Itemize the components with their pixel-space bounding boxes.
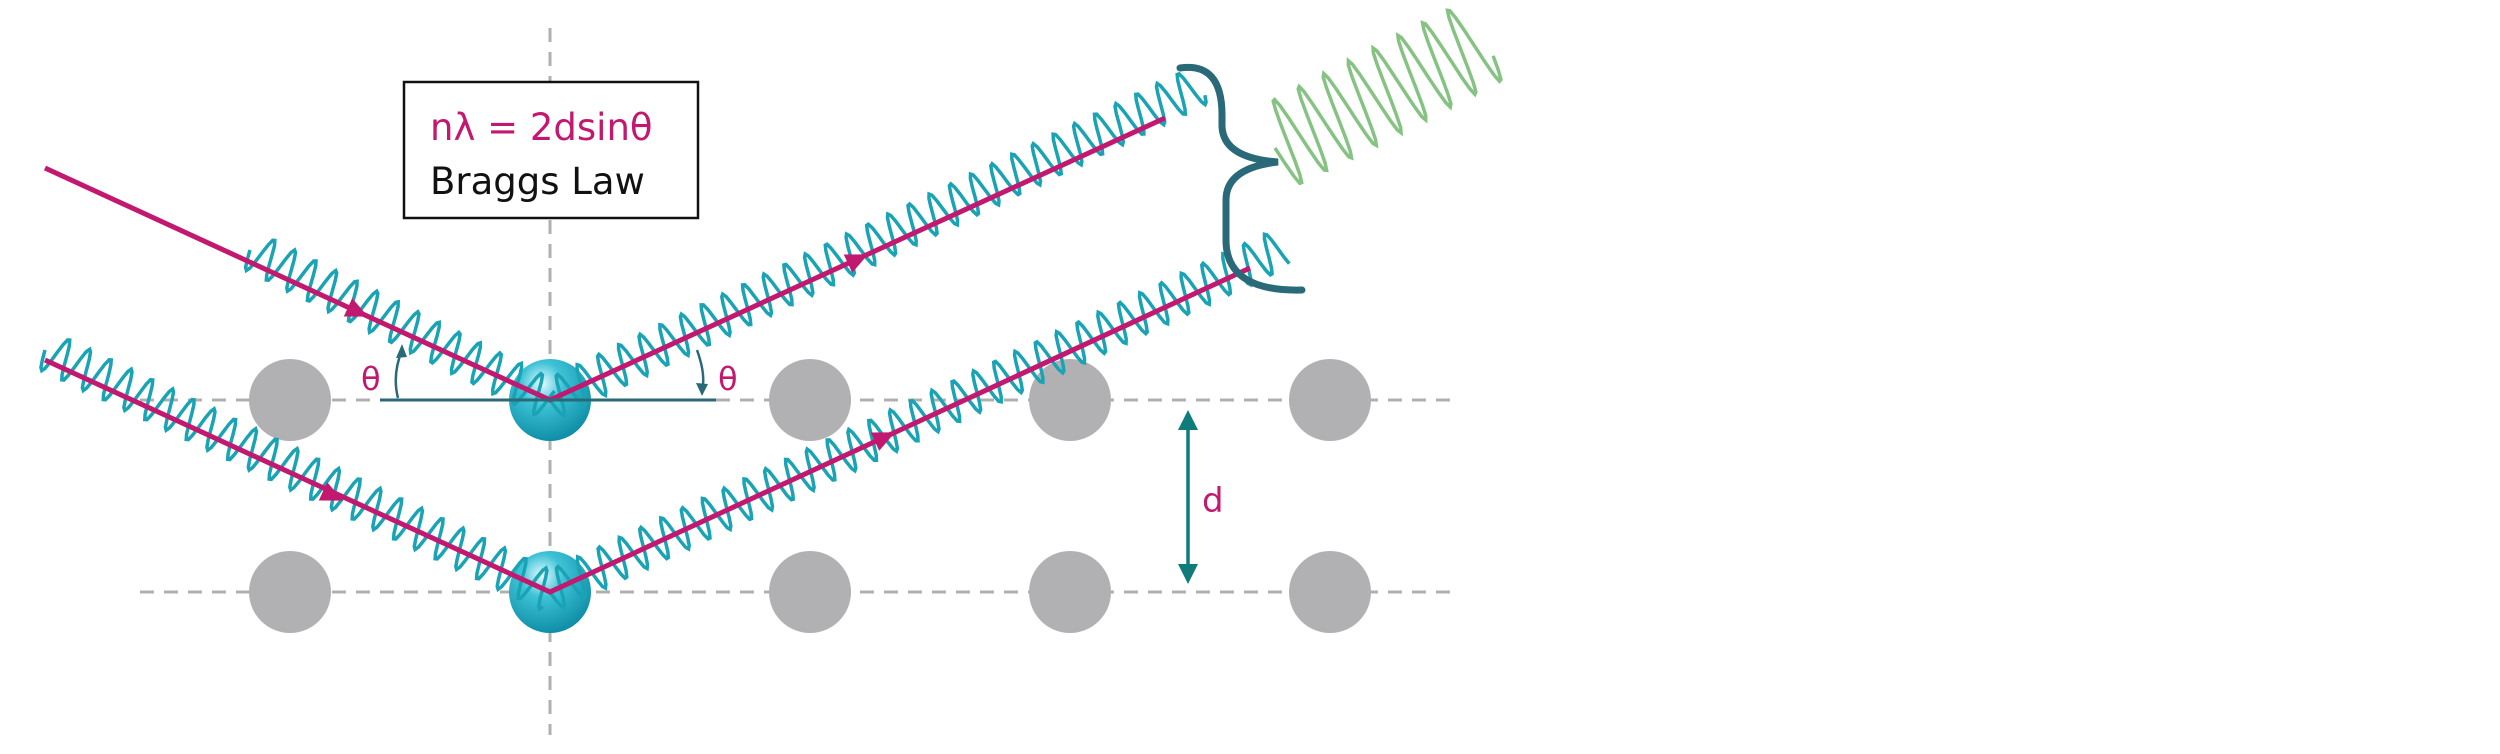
ray-arrow-reflected-bottom bbox=[870, 432, 895, 451]
ray-arrow-incident-top bbox=[343, 298, 368, 317]
atom bbox=[1029, 359, 1111, 441]
angle-label-incident: θ bbox=[361, 360, 381, 398]
atom bbox=[249, 359, 331, 441]
ray-arrow-incident-bottom bbox=[318, 482, 343, 501]
ray-direction-arrows bbox=[318, 254, 895, 501]
ray-arrow-reflected-top bbox=[843, 254, 868, 273]
combined-wave bbox=[1271, 8, 1503, 186]
bragg-caption: Braggs Law bbox=[430, 160, 645, 203]
atom bbox=[1029, 551, 1111, 633]
atom bbox=[1289, 551, 1371, 633]
formula-box bbox=[402, 80, 700, 220]
angle-arc-incident-arrow bbox=[396, 344, 407, 358]
reflected-wave-bottom bbox=[548, 232, 1291, 611]
angle-label-reflected: θ bbox=[718, 360, 738, 398]
incident-ray-bottom bbox=[43, 265, 1252, 595]
spacing-arrow bbox=[1178, 410, 1198, 584]
interference-brace bbox=[1176, 63, 1306, 294]
atom bbox=[1289, 359, 1371, 441]
spacing-label: d bbox=[1202, 481, 1224, 521]
spacing-arrow-top-head bbox=[1178, 410, 1198, 430]
atom bbox=[769, 359, 851, 441]
angle-arc-reflected-arrow bbox=[696, 383, 708, 396]
atom bbox=[769, 551, 851, 633]
reflected-wave-top bbox=[548, 71, 1208, 419]
atoms-bottom-row bbox=[249, 551, 1371, 633]
bragg-equation: nλ = 2dsinθ bbox=[430, 106, 653, 149]
atoms-top-row bbox=[249, 359, 1371, 441]
atom bbox=[249, 551, 331, 633]
spacing-arrow-bottom-head bbox=[1178, 564, 1198, 584]
